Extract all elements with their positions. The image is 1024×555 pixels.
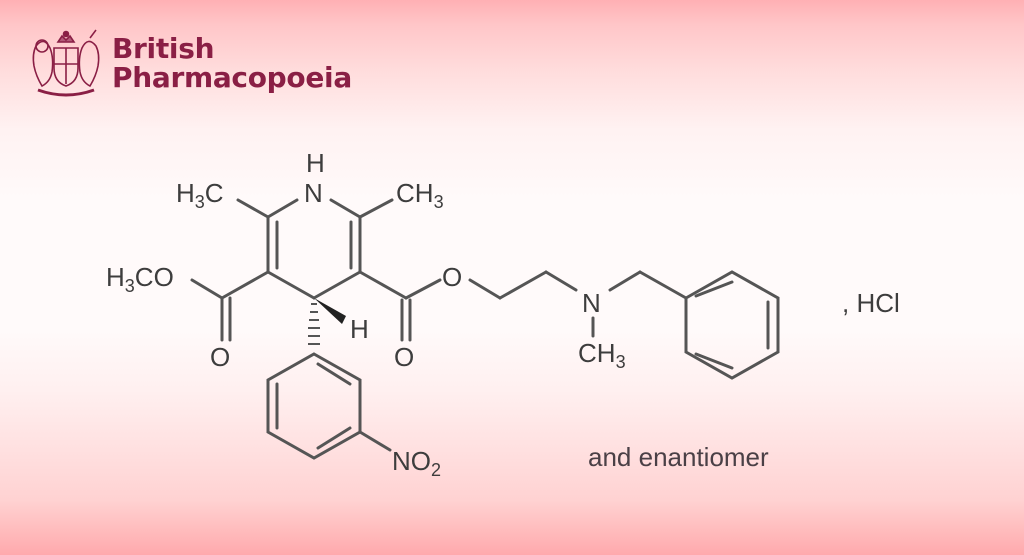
methyl-left-label: H3C [176, 178, 224, 212]
carbonyl-oxygen-left-label: O [210, 342, 230, 372]
enantiomer-caption: and enantiomer [588, 442, 769, 472]
nitro-group-label: NO2 [392, 446, 441, 480]
bond-lines [190, 198, 780, 460]
royal-coat-of-arms-icon [32, 29, 100, 97]
methyl-right-label: CH3 [396, 178, 444, 212]
stereo-hydrogen-label: H [350, 314, 369, 344]
hydrochloride-salt-label: , HCl [842, 288, 900, 318]
nh-hydrogen-label: H [306, 148, 325, 178]
n-methyl-label: CH3 [578, 338, 626, 372]
brand-logo: British Pharmacopoeia [28, 28, 352, 100]
atom-labels: H N H3C CH3 H3CO O O O H N CH3 NO2 [106, 148, 626, 480]
ester-oxygen-label: O [442, 262, 462, 292]
brand-line-1: British [112, 32, 215, 66]
ring-nitrogen-label: N [304, 178, 323, 208]
brand-name: British Pharmacopoeia [112, 35, 352, 92]
carbonyl-oxygen-right-label: O [394, 342, 414, 372]
brand-line-2: Pharmacopoeia [112, 61, 352, 94]
amine-nitrogen-label: N [582, 288, 601, 318]
methoxy-label: H3CO [106, 262, 174, 296]
